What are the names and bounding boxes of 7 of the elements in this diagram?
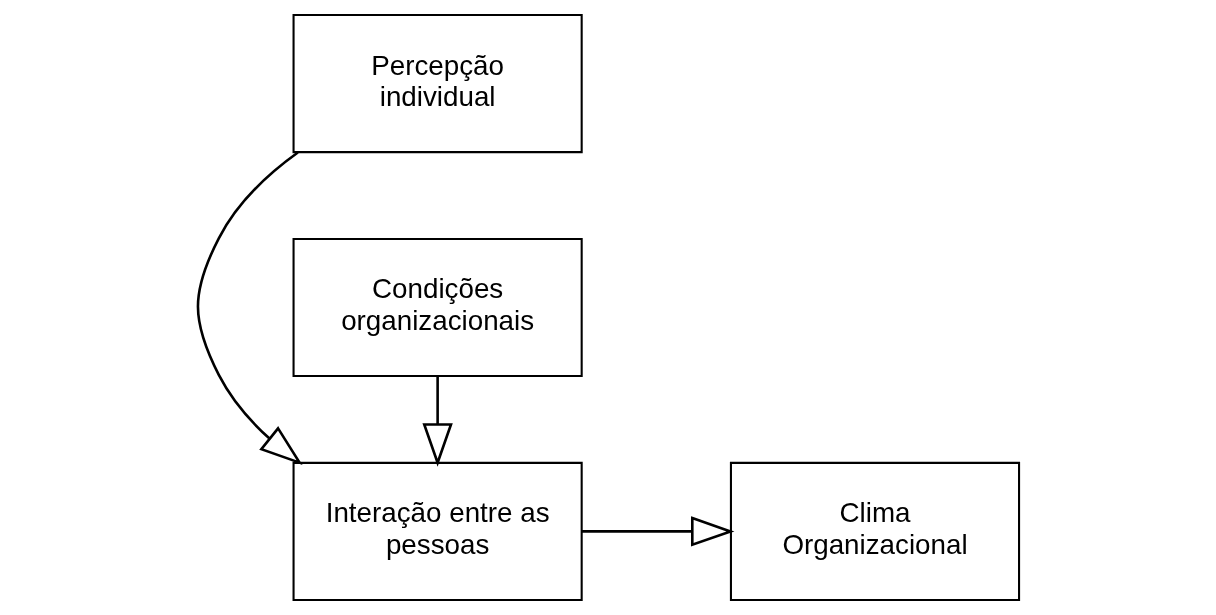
arrow [581,516,734,547]
node-box: Interação entre as pessoas [292,461,583,601]
node-box: Percepção individual [292,14,583,154]
node-box: Condições organizacionais [292,237,583,378]
arrow [421,376,453,467]
arrow [196,151,303,466]
node-box: Clima Organizacional [729,461,1020,601]
